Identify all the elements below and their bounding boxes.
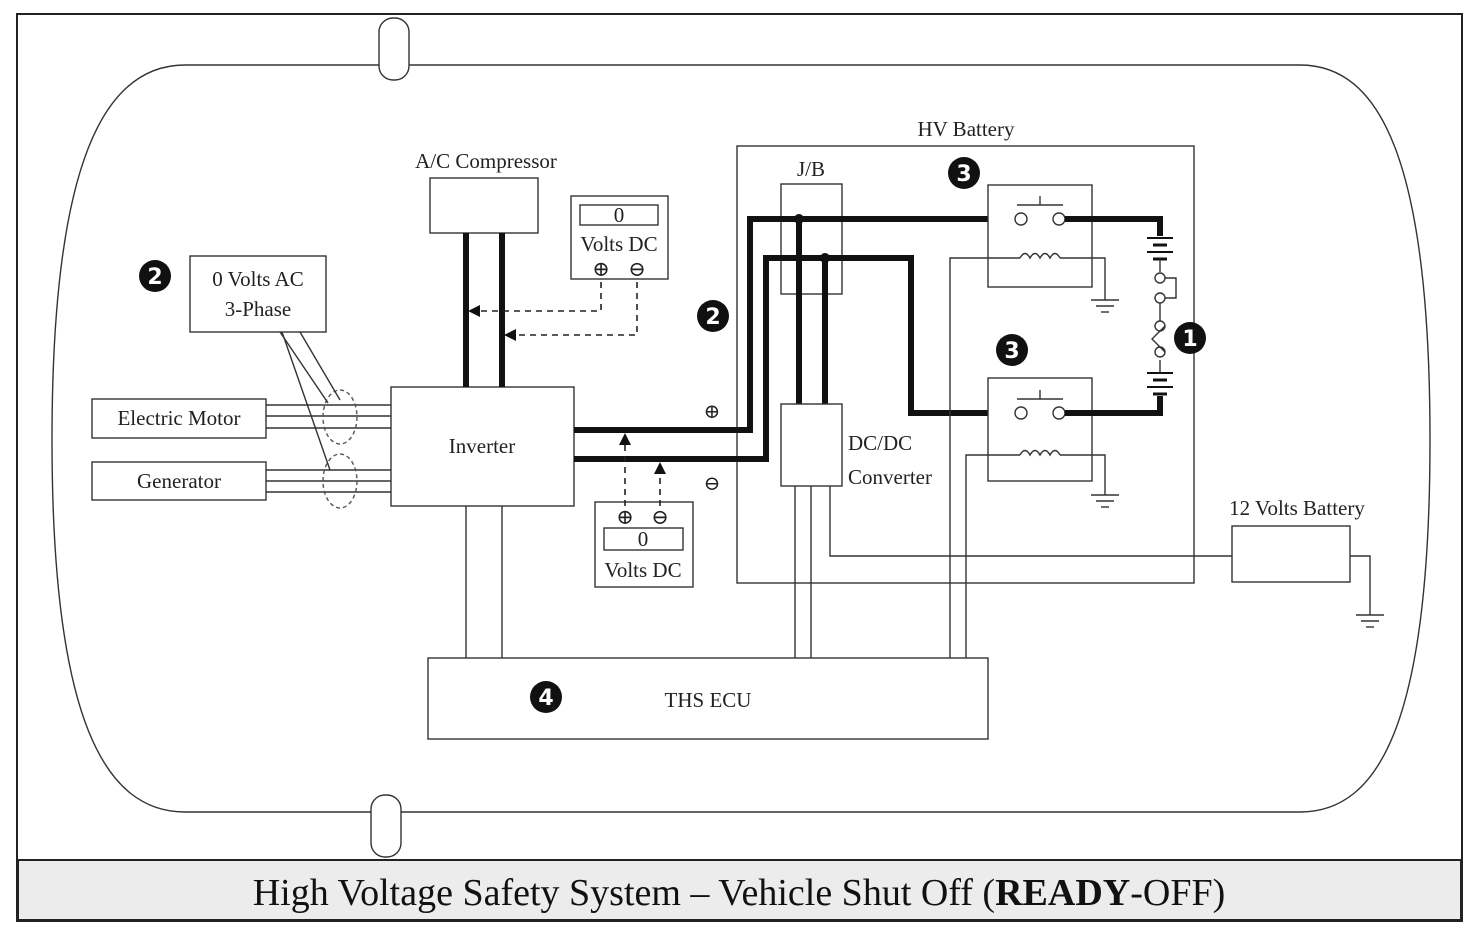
- caption-prefix: High Voltage Safety System – Vehicle Shu…: [253, 872, 995, 914]
- ths-ecu-label: THS ECU: [665, 688, 752, 712]
- badge-1-text: 1: [1182, 327, 1197, 352]
- generator-label: Generator: [137, 469, 221, 493]
- inverter-label: Inverter: [449, 434, 515, 458]
- relay-bottom-ground-lead: [1060, 454, 1106, 495]
- dcdc-label-line1: DC/DC: [848, 431, 912, 455]
- top-voltmeter-minus-terminal: ⊖: [628, 257, 646, 281]
- junction-node-negative: [820, 253, 830, 263]
- badge-1: 1: [1174, 322, 1206, 354]
- junction-block-label: J/B: [797, 157, 825, 181]
- badge-3-top: 3: [948, 157, 980, 189]
- ac-compressor-label: A/C Compressor: [415, 149, 557, 173]
- relay-top-coil-lead: [949, 257, 1020, 583]
- service-plug-icon: [1151, 272, 1177, 358]
- hv-cell-stack: [1147, 237, 1173, 396]
- hv-battery-label: HV Battery: [917, 117, 1015, 141]
- dcdc-to-12v-line: [829, 486, 1232, 557]
- relay-top-coil-icon: [1019, 252, 1061, 260]
- caption: High Voltage Safety System – Vehicle Shu…: [253, 872, 1226, 914]
- bottom-voltmeter-value: 0: [638, 527, 649, 551]
- badge-3-bottom-text: 3: [1004, 339, 1019, 364]
- dcdc-label-line2: Converter: [848, 465, 932, 489]
- badge-2-left-text: 2: [147, 265, 162, 290]
- vehicle-bottom-mark: [370, 794, 402, 858]
- badge-2-left: 2: [139, 260, 171, 292]
- relay-bottom-ground-icon: [1091, 494, 1119, 508]
- caption-bar: [17, 859, 1462, 921]
- badge-3-top-text: 3: [956, 162, 971, 187]
- electric-motor-box: [91, 398, 267, 439]
- junction-node-positive: [794, 214, 804, 224]
- motor-phase-leads: [266, 404, 391, 429]
- ecu-control-leads: [465, 486, 967, 658]
- hv-plus-symbol: ⊕: [704, 401, 721, 423]
- generator-clamp-probe: [322, 453, 358, 509]
- caption-suffix: -OFF): [1130, 872, 1225, 914]
- top-probe-minus-arrow: [504, 329, 516, 341]
- relay-bottom-contact-left: [1014, 406, 1028, 420]
- ac-compressor-box: [429, 177, 539, 234]
- electric-motor-label: Electric Motor: [117, 406, 240, 430]
- relay-top-contact-right: [1052, 212, 1066, 226]
- badge-2-middle: 2: [697, 300, 729, 332]
- bottom-voltmeter-display: [603, 527, 684, 551]
- battery-12v-ground-icon: [1356, 614, 1384, 628]
- ac-voltage-callout: [189, 255, 327, 333]
- junction-block: [780, 183, 843, 295]
- battery-12v-box: [1231, 525, 1351, 583]
- battery-12v-label: 12 Volts Battery: [1229, 496, 1365, 520]
- top-voltmeter-value: 0: [614, 203, 625, 227]
- vehicle-body-outline: [51, 64, 1431, 813]
- relay-top-ground-lead: [1060, 257, 1106, 300]
- relay-bottom-coil-icon: [1019, 449, 1061, 457]
- top-voltmeter-unit: Volts DC: [580, 232, 657, 256]
- generator-phase-leads: [266, 469, 391, 493]
- battery-12v-ground-lead: [1350, 555, 1371, 615]
- inverter-box: [390, 386, 575, 507]
- bottom-voltmeter-minus-terminal: ⊖: [651, 505, 669, 529]
- relay-top-ground-icon: [1091, 299, 1119, 313]
- top-voltmeter-probe-plus: [478, 282, 602, 312]
- badge-3-bottom: 3: [996, 334, 1028, 366]
- top-probe-plus-arrow: [468, 305, 480, 317]
- bottom-probe-minus-arrow: [654, 462, 666, 474]
- ths-ecu-box: [427, 657, 989, 740]
- vehicle-top-mark: [378, 17, 410, 81]
- top-voltmeter-plus-terminal: ⊕: [592, 257, 610, 281]
- ac-voltage-line1: 0 Volts AC: [212, 267, 303, 291]
- badge-2-middle-text: 2: [705, 305, 720, 330]
- badge-4: 4: [530, 681, 562, 713]
- hv-minus-symbol: ⊖: [704, 473, 721, 495]
- top-voltmeter-display: [579, 204, 659, 226]
- bottom-voltmeter-plus-terminal: ⊕: [616, 505, 634, 529]
- relay-bottom-coil-lead: [965, 454, 1020, 583]
- ac-voltage-line2: 3-Phase: [225, 297, 292, 321]
- relay-bottom-contact-right: [1052, 406, 1066, 420]
- ac-callout-pointer: [279, 331, 341, 471]
- relay-bottom-to-battery: [1065, 396, 1163, 416]
- top-voltmeter-probe-minus: [514, 282, 638, 336]
- hv-negative-bus: [574, 255, 1014, 462]
- caption-bold: READY: [995, 872, 1130, 914]
- dcdc-converter-box: [780, 403, 843, 487]
- relay-top-to-battery: [1065, 216, 1163, 236]
- hv-positive-bus: [574, 216, 1014, 433]
- relay-top-contact-left: [1014, 212, 1028, 226]
- bottom-voltmeter-unit: Volts DC: [604, 558, 681, 582]
- motor-clamp-probe: [322, 389, 358, 445]
- bottom-probe-plus-arrow: [619, 433, 631, 445]
- badge-4-text: 4: [538, 686, 553, 711]
